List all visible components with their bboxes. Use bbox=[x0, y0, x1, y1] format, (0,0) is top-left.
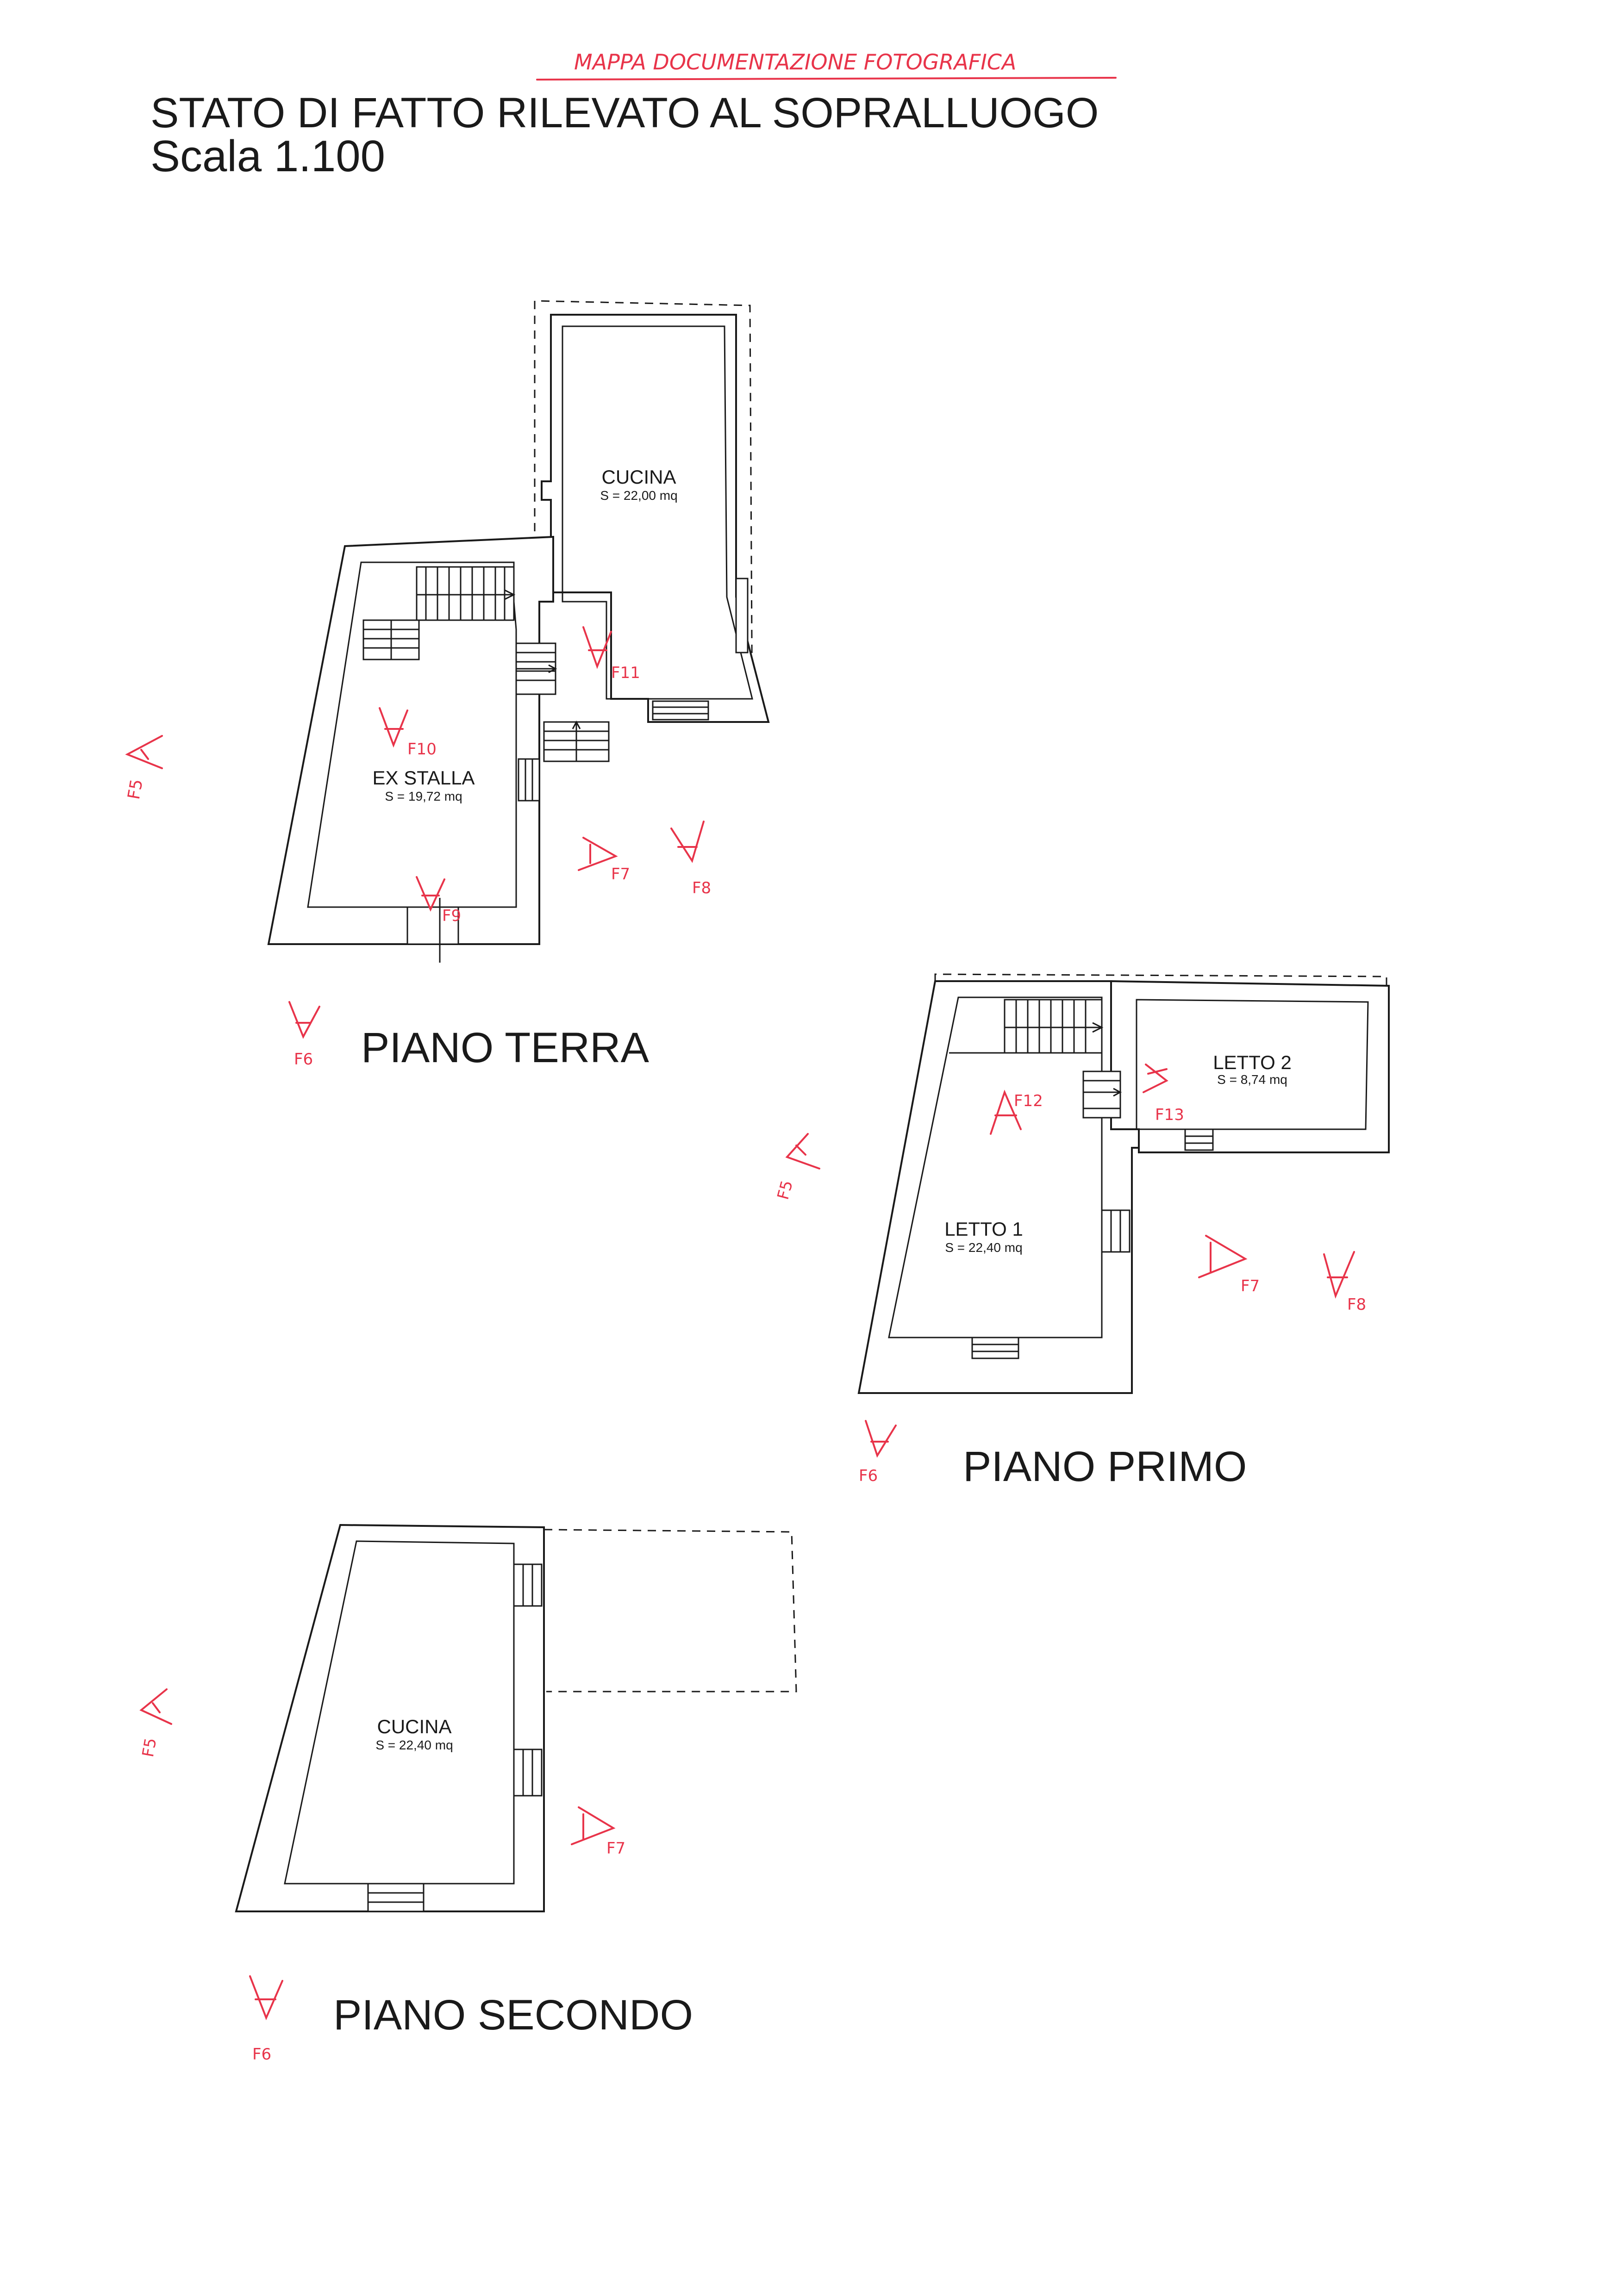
marker-f5-first: F5 bbox=[774, 1133, 820, 1201]
first-letto2-outer-wall bbox=[1110, 980, 1390, 1153]
ground-window-stalla bbox=[518, 758, 540, 802]
second-window-north bbox=[513, 1563, 543, 1607]
first-room-letto1-area: S = 22,40 mq bbox=[945, 1240, 1022, 1255]
marker-f7-ground: F7 bbox=[578, 837, 630, 884]
marker-f11-ground: F11 bbox=[582, 626, 640, 682]
marker-f10-ground: F10 bbox=[379, 707, 437, 759]
page-title: STATO DI FATTO RILEVATO AL SOPRALLUOGO bbox=[150, 89, 1099, 137]
ground-stairs-left bbox=[362, 619, 420, 660]
svg-text:F10: F10 bbox=[407, 740, 437, 759]
first-room-letto1-name: LETTO 1 bbox=[944, 1218, 1023, 1240]
marker-f8-ground: F8 bbox=[670, 821, 711, 897]
svg-text:F7: F7 bbox=[1241, 1277, 1260, 1295]
svg-text:F8: F8 bbox=[692, 879, 711, 897]
first-window-south bbox=[971, 1337, 1019, 1359]
ground-stairs-middle bbox=[515, 642, 557, 695]
first-dashed-boundary bbox=[934, 973, 1387, 1148]
first-letto2-inner-wall bbox=[1136, 999, 1369, 1130]
marker-f6-first: F6 bbox=[859, 1420, 897, 1485]
marker-f13-first: F13 bbox=[1143, 1064, 1184, 1124]
svg-text:F5: F5 bbox=[139, 1736, 161, 1759]
second-dashed-boundary bbox=[543, 1529, 797, 1692]
marker-f6-ground: F6 bbox=[288, 1001, 320, 1069]
first-floor-label: PIANO PRIMO bbox=[963, 1443, 1247, 1490]
ground-floor-plan: CUCINA S = 22,00 mq EX STALLA S = 19,72 … bbox=[125, 300, 770, 1071]
ground-stairs-lower bbox=[543, 720, 610, 762]
svg-text:F11: F11 bbox=[611, 664, 640, 682]
first-floor-plan: LETTO 1 S = 22,40 mq LETTO 2 S = 8,74 mq… bbox=[774, 973, 1390, 1490]
header: MAPPA DOCUMENTAZIONE FOTOGRAFICA STATO D… bbox=[150, 50, 1117, 181]
svg-text:F7: F7 bbox=[611, 865, 630, 884]
ground-kitchen-outer-wall bbox=[541, 314, 770, 723]
ground-dashed-boundary bbox=[534, 300, 768, 723]
scale-label: Scala 1.100 bbox=[150, 131, 385, 181]
second-floor-plan: CUCINA S = 22,40 mq PIANO SECONDO F5 F6 … bbox=[139, 1524, 797, 2064]
first-stairs-small bbox=[1082, 1070, 1122, 1119]
ground-room-cucina-area: S = 22,00 mq bbox=[600, 488, 677, 503]
ground-room-cucina-name: CUCINA bbox=[601, 466, 676, 488]
svg-text:F6: F6 bbox=[859, 1467, 878, 1485]
ground-floor-label: PIANO TERRA bbox=[361, 1024, 650, 1071]
second-floor-label: PIANO SECONDO bbox=[333, 1991, 693, 2039]
svg-text:F7: F7 bbox=[606, 1839, 625, 1858]
marker-f12-first: F12 bbox=[990, 1089, 1043, 1135]
first-window-letto2 bbox=[1184, 1128, 1214, 1151]
second-room-cucina-area: S = 22,40 mq bbox=[375, 1738, 453, 1752]
first-window-east bbox=[1101, 1209, 1131, 1253]
svg-text:F12: F12 bbox=[1014, 1092, 1043, 1110]
second-room-cucina-name: CUCINA bbox=[377, 1716, 451, 1737]
ground-room-stalla-name: EX STALLA bbox=[373, 767, 475, 789]
svg-text:F6: F6 bbox=[294, 1050, 313, 1069]
second-window-east bbox=[513, 1748, 543, 1797]
marker-f7-first: F7 bbox=[1198, 1235, 1260, 1295]
marker-f6-second: F6 bbox=[249, 1975, 283, 2064]
svg-text:F5: F5 bbox=[774, 1178, 797, 1201]
ground-stalla-outer-wall bbox=[267, 535, 554, 945]
second-window-south bbox=[367, 1883, 425, 1912]
svg-text:F13: F13 bbox=[1155, 1106, 1184, 1124]
svg-text:F6: F6 bbox=[252, 2045, 271, 2064]
second-cucina-inner-wall bbox=[284, 1540, 515, 1885]
ground-stalla-inner-wall bbox=[307, 561, 517, 908]
ground-photo-markers: F5 F6 F7 F8 F9 F10 bbox=[125, 626, 711, 1069]
svg-text:F8: F8 bbox=[1347, 1295, 1366, 1314]
second-cucina-outer-wall bbox=[235, 1524, 545, 1912]
ground-door-south bbox=[406, 898, 459, 963]
svg-text:F9: F9 bbox=[442, 907, 461, 925]
marker-f7-second: F7 bbox=[571, 1806, 625, 1858]
second-photo-markers: F5 F6 F7 bbox=[139, 1688, 625, 2064]
first-room-letto2-name: LETTO 2 bbox=[1213, 1052, 1292, 1073]
ground-window-kitchen bbox=[652, 700, 709, 721]
header-annotation: MAPPA DOCUMENTAZIONE FOTOGRAFICA bbox=[574, 50, 1016, 75]
ground-room-stalla-area: S = 19,72 mq bbox=[385, 789, 462, 803]
marker-f5-ground: F5 bbox=[125, 735, 163, 801]
ground-window-east bbox=[735, 578, 749, 653]
marker-f5-second: F5 bbox=[139, 1688, 172, 1759]
svg-text:F5: F5 bbox=[125, 778, 147, 801]
header-annotation-underline bbox=[536, 77, 1117, 81]
marker-f8-first: F8 bbox=[1323, 1251, 1366, 1314]
first-stairs bbox=[1004, 999, 1104, 1054]
marker-f9-ground: F9 bbox=[416, 876, 461, 925]
first-room-letto2-area: S = 8,74 mq bbox=[1217, 1072, 1287, 1087]
ground-stairs-upper bbox=[416, 566, 516, 621]
